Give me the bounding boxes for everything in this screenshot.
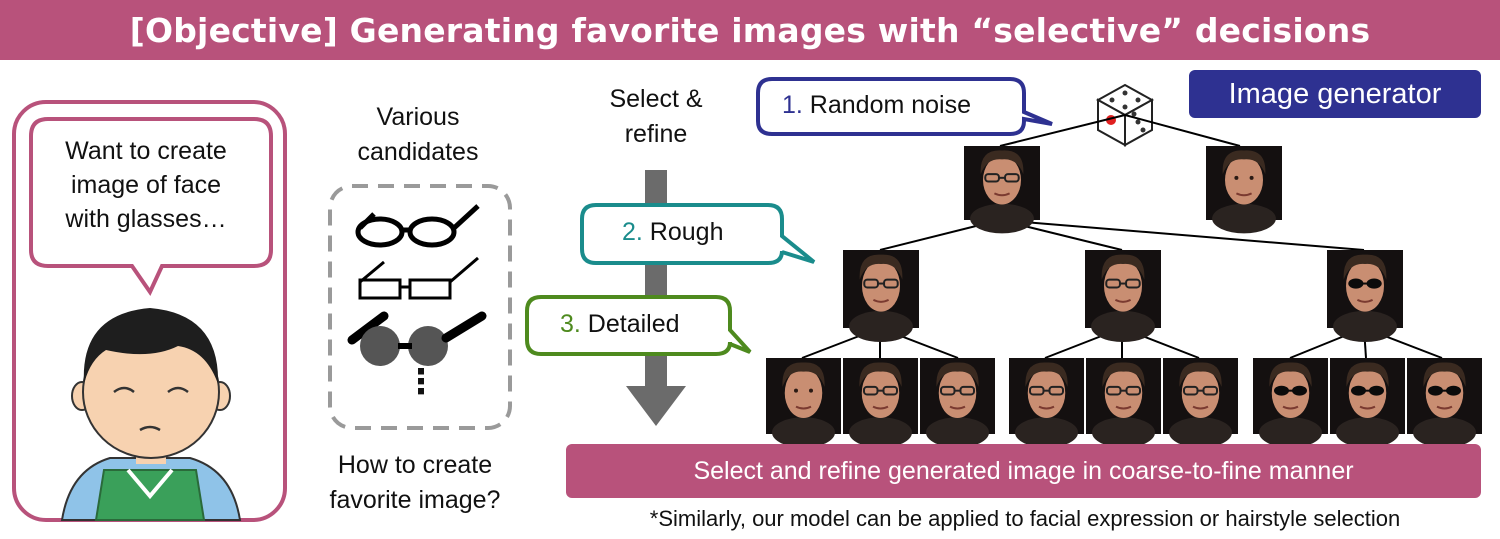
banner-title: [Objective] Generating favorite images w… [129,10,1371,50]
face-thumbnail [1407,358,1482,448]
face-thumbnail [1163,358,1238,448]
step-label: Detailed [580,310,680,338]
rectangular-glasses-icon [358,256,479,300]
face-images [766,146,1482,448]
candidates-title-line: Various [376,103,460,131]
step-detailed: 3. Detailed [560,310,680,339]
image-generator-label: Image generator [1228,77,1442,110]
face-thumbnail [1086,358,1161,448]
speech-bubble [29,117,273,297]
footnote: *Similarly, our model can be applied to … [649,506,1401,531]
face-thumbnail [1327,250,1403,343]
speech-line: Want to create [65,137,227,165]
face-thumbnail [766,358,841,448]
round-glasses-icon [355,204,480,248]
speech-line: image of face [70,171,222,199]
step-number: 1. [782,91,803,119]
face-thumbnail [843,358,918,448]
face-thumbnail [964,146,1040,234]
speech-text: Want to create image of face with glasse… [36,134,256,236]
face-thumbnail [1085,250,1161,343]
person-illustration [60,308,242,521]
summary-bar: Select and refine generated image in coa… [566,444,1481,498]
question-line: favorite image? [329,486,501,514]
face-thumbnail [1009,358,1084,448]
question-text: How to create favorite image? [310,448,520,518]
hair [83,308,219,384]
face-thumbnail [1206,146,1282,234]
step-label: Rough [642,218,724,246]
title-banner: [Objective] Generating favorite images w… [0,0,1500,60]
face-thumbnail [1253,358,1328,448]
candidates-box [328,184,512,430]
select-refine-label: Select & refine [586,82,726,152]
face-thumbnail [920,358,995,448]
image-generator-badge: Image generator [1189,70,1481,118]
step-number: 2. [622,218,643,246]
candidates-title: Various candidates [323,100,513,170]
summary-text: Select and refine generated image in coa… [693,456,1354,485]
step-rough: 2. Rough [622,218,723,247]
callout-random-noise [756,77,1053,136]
step-random-noise: 1. Random noise [782,91,971,120]
sunglasses-icon [347,311,487,366]
question-line: How to create [337,451,493,479]
step-label: Random noise [802,91,972,119]
face-thumbnail [1330,358,1405,448]
callout-detailed [525,295,752,356]
face-thumbnail [843,250,919,343]
dice-icon [1095,83,1155,147]
more-candidates-ellipsis: ⋮ [404,363,438,401]
select-refine-line: refine [624,120,688,148]
select-refine-line: Select & [609,85,703,113]
step-number: 3. [560,310,581,338]
callout-rough [580,203,816,265]
speech-line: with glasses… [65,205,227,233]
candidates-title-line: candidates [357,138,479,166]
